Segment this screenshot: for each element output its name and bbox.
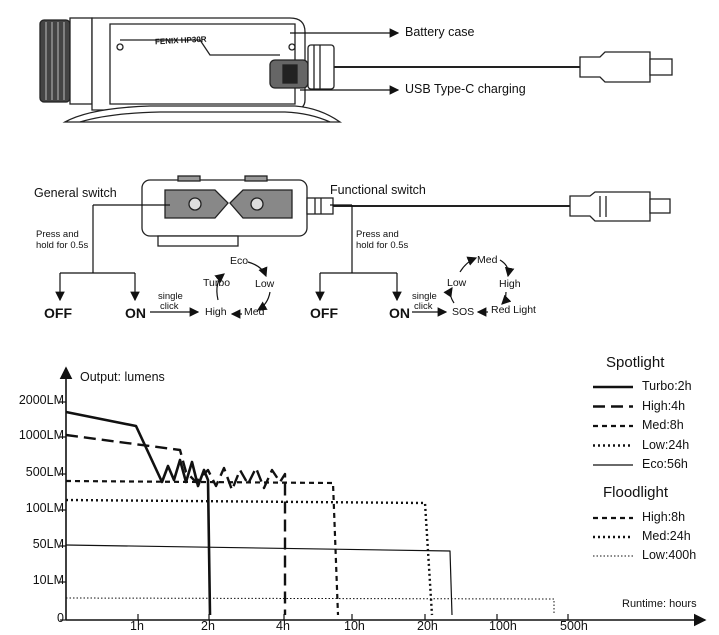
x-tick-label: 500h [560, 619, 588, 633]
chart-x-axis-label: Runtime: hours [622, 598, 697, 610]
legend-label: High:8h [642, 510, 686, 524]
mode-turbo: Turbo [203, 277, 231, 289]
x-tick-label: 2h [201, 619, 215, 633]
mode-med-left: Med [244, 306, 265, 318]
x-tick-label: 4h [276, 619, 290, 633]
single-click-right-1: single [412, 291, 437, 302]
x-tick-label: 1h [130, 619, 144, 633]
general-switch-tree [55, 204, 271, 319]
single-click-left-2: click [160, 301, 179, 312]
mode-sos: SOS [452, 306, 475, 318]
legend-label: Eco:56h [642, 457, 688, 471]
legend-label: Low:24h [642, 437, 690, 452]
series-line-eco-56h [65, 544, 453, 616]
mode-med-right: Med [477, 254, 498, 266]
y-tick-label: 1000LM [18, 428, 64, 442]
functional-switch-label: Functional switch [330, 183, 426, 197]
y-tick-label: 2000LM [18, 393, 64, 407]
battery-case-label: Battery case [405, 25, 475, 39]
legend-label: Turbo:2h [642, 379, 692, 393]
y-tick-label: 10LM [32, 573, 64, 587]
functional-switch-tree [315, 204, 515, 317]
y-tick-label: 0 [57, 611, 64, 625]
single-click-right-2: click [414, 301, 433, 312]
series-line-low-400h [65, 597, 555, 615]
y-tick-label: 500LM [25, 465, 64, 479]
press-hold-left-line2: hold for 0.5s [36, 240, 89, 251]
single-click-left-1: single [158, 291, 183, 302]
on-right-label: ON [389, 305, 410, 321]
x-tick-marks [137, 614, 569, 620]
series-line-high-4h [65, 433, 287, 615]
chart-y-axis-label: Output: lumens [80, 370, 165, 384]
off-left-label: OFF [44, 305, 72, 321]
chart-axes [59, 366, 707, 627]
y-tick-label: 100LM [25, 501, 64, 515]
legend-label: Med:24h [642, 529, 691, 543]
y-tick-label: 50LM [32, 537, 64, 551]
legend-swatches [593, 385, 633, 557]
on-left-label: ON [125, 305, 146, 321]
legend-spotlight-title: Spotlight [606, 354, 665, 371]
press-hold-right-line2: hold for 0.5s [356, 240, 409, 251]
mode-eco: Eco [230, 255, 249, 267]
legend-label: Med:8h [642, 418, 684, 432]
series-line-med-8h [65, 479, 340, 616]
press-hold-left-line1: Press and [36, 229, 79, 240]
usb-charging-label: USB Type-C charging [405, 82, 526, 96]
y-tick-marks [60, 401, 66, 621]
series-line-turbo-2h [65, 410, 212, 616]
mode-low-left: Low [255, 278, 275, 290]
legend-floodlight-title: Floodlight [603, 484, 669, 501]
legend-label: Low:400h [642, 548, 697, 562]
off-right-label: OFF [310, 305, 338, 321]
x-tick-label: 10h [344, 619, 365, 633]
mode-high-right: High [499, 278, 521, 290]
headlamp-side-view [39, 17, 673, 123]
mode-high-left: High [205, 306, 227, 318]
press-hold-right-line1: Press and [356, 229, 399, 240]
x-tick-label: 20h [417, 619, 438, 633]
headlamp-top-view [141, 175, 671, 247]
general-switch-label: General switch [34, 186, 117, 200]
mode-red-light: Red Light [491, 304, 536, 316]
series-line-low-24h [65, 498, 434, 616]
mode-low-right: Low [447, 277, 467, 289]
x-tick-label: 100h [489, 619, 517, 633]
chart-series [65, 410, 555, 616]
legend-label: High:4h [642, 398, 686, 413]
